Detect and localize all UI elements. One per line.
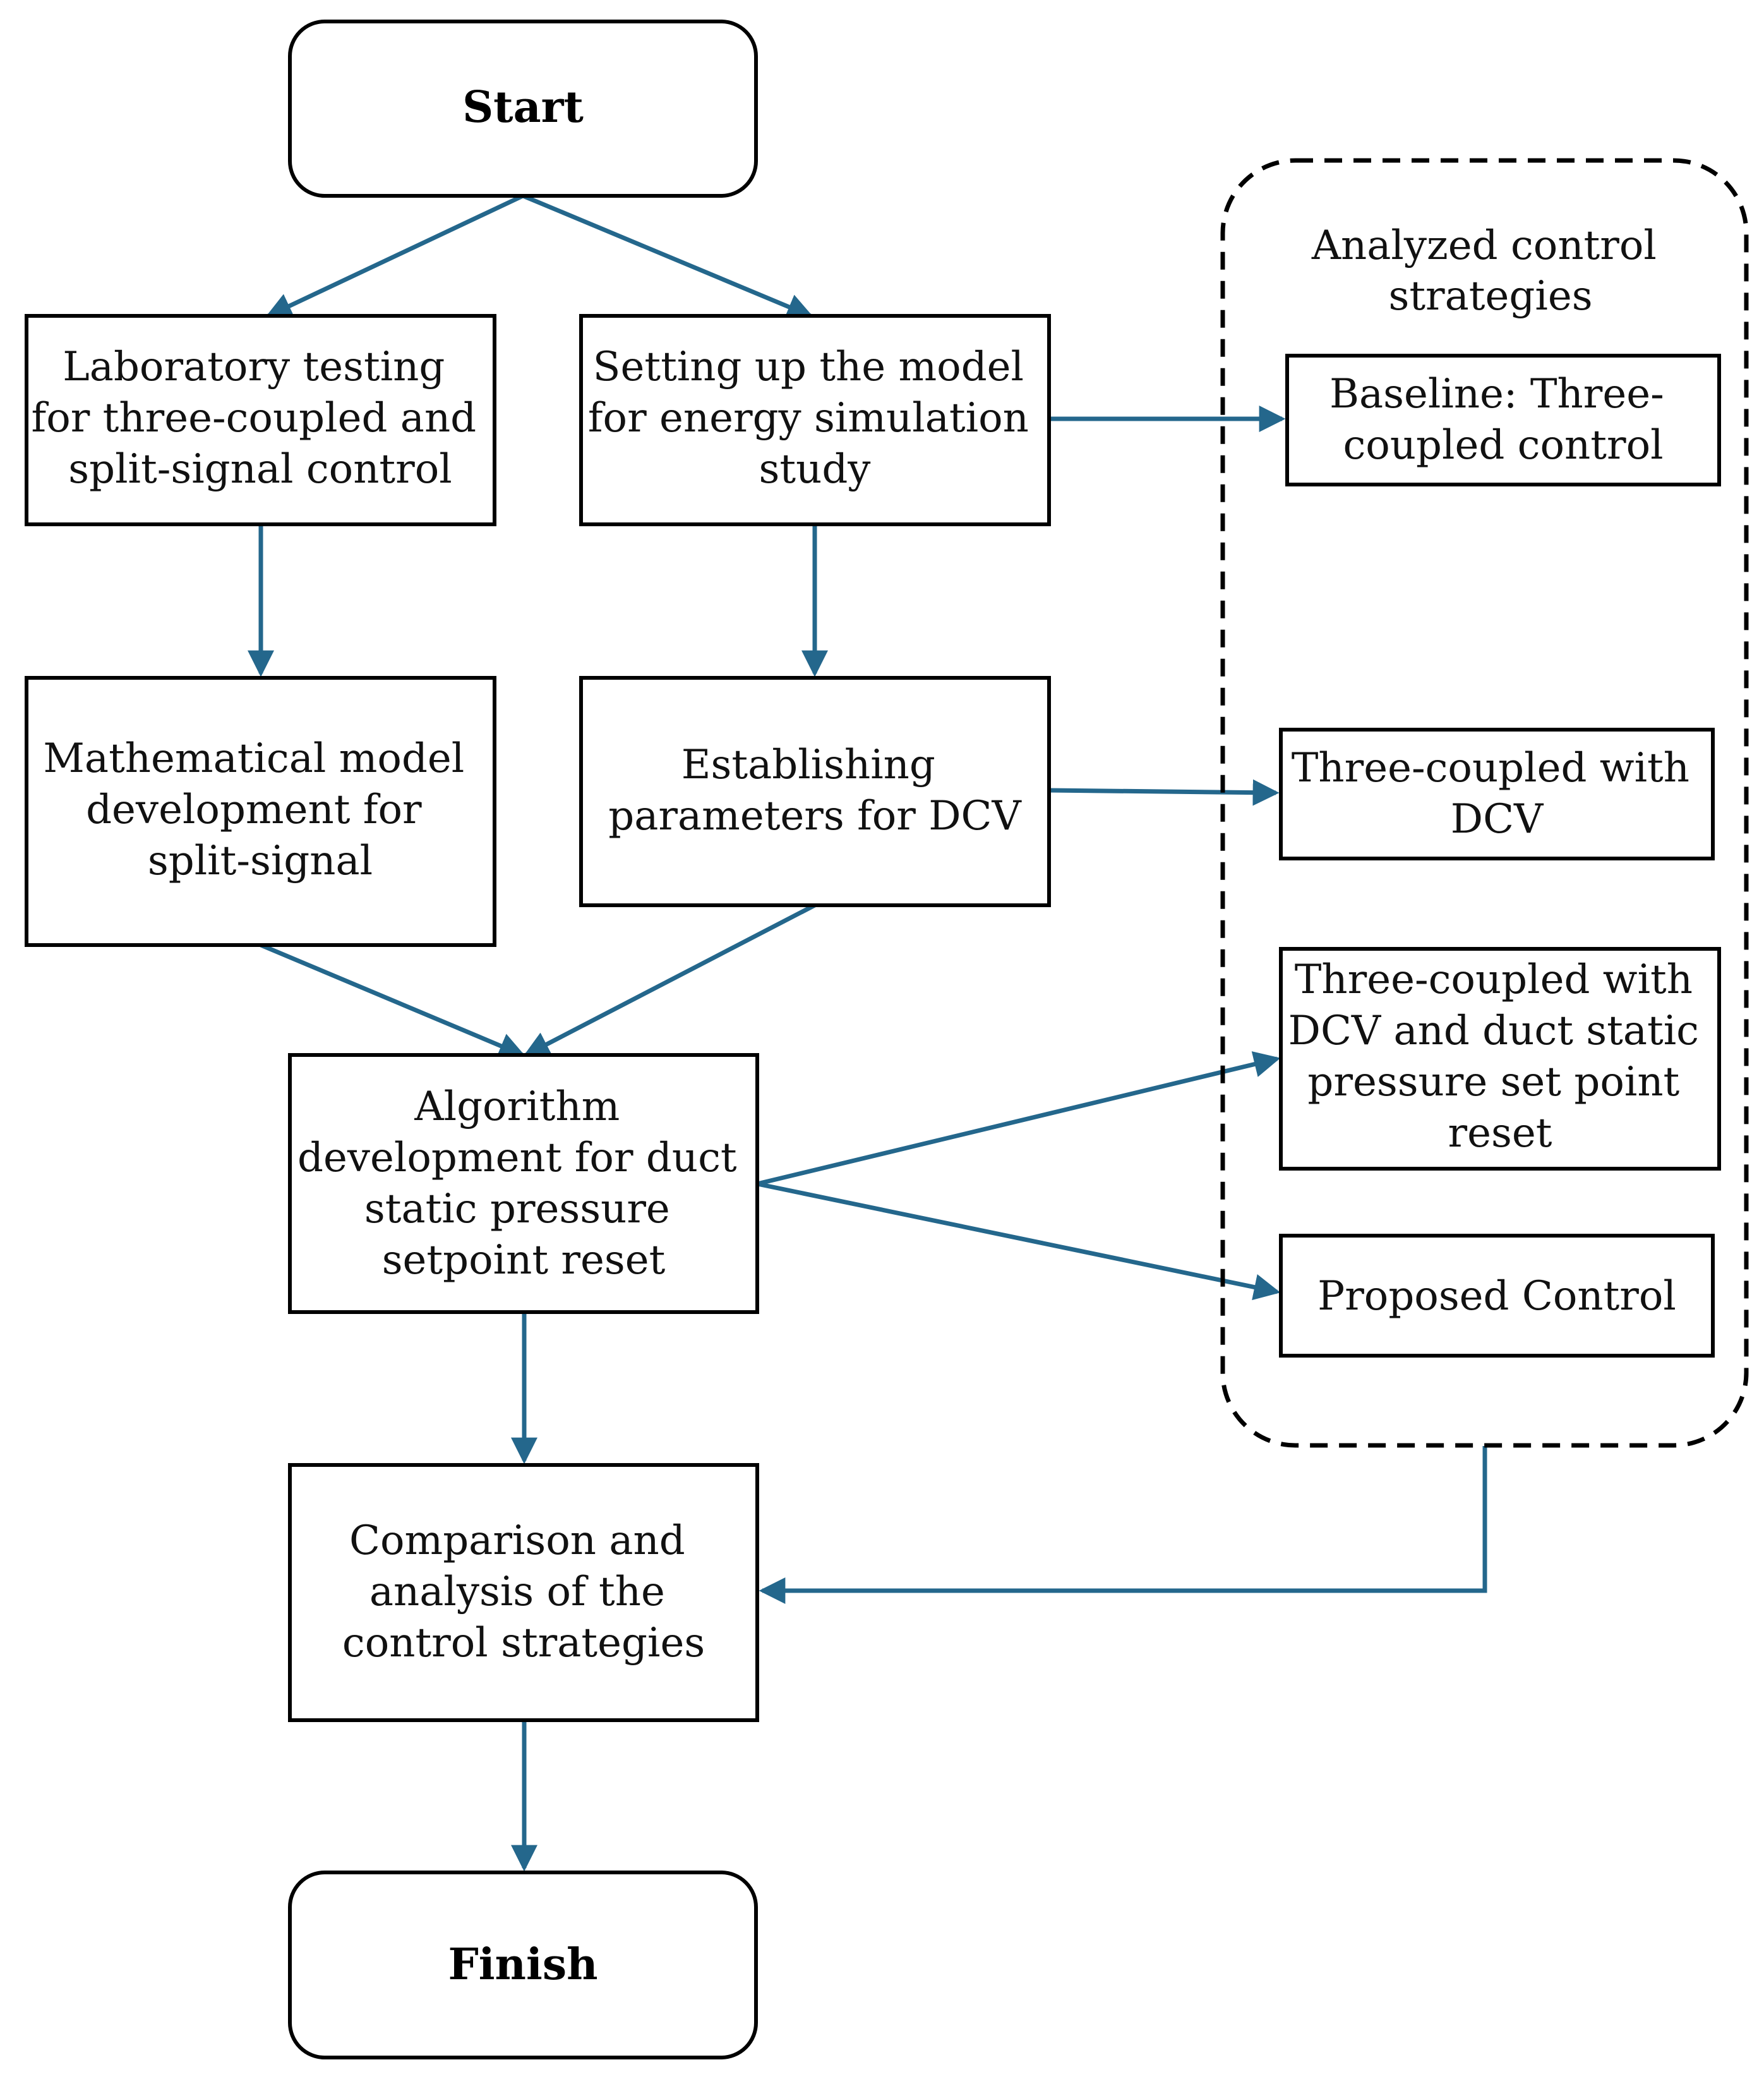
comparison-line: control strategies bbox=[342, 1620, 705, 1666]
model-setup-line: Setting up the model bbox=[593, 344, 1024, 390]
lab-testing-line: split-signal control bbox=[68, 446, 452, 493]
connectors bbox=[248, 193, 1487, 1872]
start-label: Start bbox=[462, 82, 584, 133]
svg-text:Laboratory testing for t: Laboratory testing for three-coupled and… bbox=[32, 344, 489, 493]
svg-text:Baseline: Three- coupled: Baseline: Three- coupled control bbox=[1329, 371, 1677, 469]
connector-start-to-lab bbox=[265, 193, 524, 318]
algorithm-line: static pressure bbox=[364, 1186, 670, 1232]
strategy-baseline-box: Baseline: Three- coupled control bbox=[1285, 354, 1721, 486]
svg-text:Setting up the model for: Setting up the model for energy simulati… bbox=[588, 344, 1041, 493]
connector-math-to-algo bbox=[260, 943, 526, 1059]
lab-testing-line: for three-coupled and bbox=[32, 395, 477, 442]
svg-text:Three-coupled with DCV: Three-coupled with DCV bbox=[1292, 745, 1703, 843]
strategies-title: Analyzed control strategies bbox=[1311, 222, 1669, 320]
algorithm-line: Algorithm bbox=[414, 1083, 620, 1130]
start-node: Start bbox=[288, 20, 758, 198]
strategy-dcv-line: DCV bbox=[1451, 796, 1544, 843]
connector-algo-to-dcv-reset bbox=[757, 1051, 1281, 1186]
svg-text:Algorithm development fo: Algorithm development for duct static pr… bbox=[297, 1083, 750, 1284]
svg-text:Comparison and analysis: Comparison and analysis of the control s… bbox=[342, 1517, 705, 1666]
strategy-proposed-box: Proposed Control bbox=[1279, 1234, 1715, 1358]
strategies-group-box bbox=[1220, 158, 1749, 1448]
strategy-dcv-reset-line: reset bbox=[1448, 1110, 1552, 1157]
strategy-dcv-line: Three-coupled with bbox=[1292, 745, 1689, 792]
svg-text:Proposed Control: Proposed Control bbox=[1317, 1273, 1676, 1320]
strategies-title-line: strategies bbox=[1388, 273, 1592, 320]
strategy-proposed-line: Proposed Control bbox=[1317, 1273, 1676, 1320]
connector-algo-to-proposed bbox=[757, 1181, 1281, 1301]
lab-testing-node: Laboratory testing for three-coupled and… bbox=[25, 314, 496, 526]
math-model-line: Mathematical model bbox=[43, 735, 464, 782]
strategy-dcv-reset-line: pressure set point bbox=[1307, 1059, 1679, 1106]
connector-start-to-model bbox=[522, 193, 814, 320]
model-setup-line: study bbox=[759, 446, 871, 493]
strategy-dcv-box: Three-coupled with DCV bbox=[1279, 728, 1715, 860]
comparison-line: analysis of the bbox=[369, 1569, 665, 1615]
dcv-parameters-line: parameters for DCV bbox=[608, 793, 1022, 840]
strategy-baseline-line: Baseline: Three- bbox=[1329, 371, 1664, 418]
lab-testing-line: Laboratory testing bbox=[63, 344, 445, 390]
strategy-dcv-reset-box: Three-coupled with DCV and duct static p… bbox=[1279, 947, 1721, 1171]
algorithm-line: setpoint reset bbox=[382, 1237, 666, 1284]
math-model-line: development for bbox=[86, 786, 422, 833]
model-setup-line: for energy simulation bbox=[588, 395, 1029, 442]
algorithm-node: Algorithm development for duct static pr… bbox=[288, 1053, 759, 1314]
connector-params-to-dcv bbox=[1048, 779, 1280, 806]
strategy-dcv-reset-line: Three-coupled with bbox=[1295, 956, 1693, 1003]
finish-node: Finish bbox=[288, 1871, 758, 2059]
dcv-parameters-line: Establishing bbox=[681, 742, 935, 788]
strategies-title-line: Analyzed control bbox=[1311, 222, 1657, 269]
svg-text:Establishing parameters: Establishing parameters for DCV bbox=[608, 742, 1022, 840]
comparison-line: Comparison and bbox=[349, 1517, 685, 1564]
svg-text:Three-coupled with DCV a: Three-coupled with DCV and duct static p… bbox=[1288, 956, 1712, 1157]
connector-strategies-to-compare bbox=[759, 1446, 1487, 1604]
math-model-node: Mathematical model development for split… bbox=[25, 676, 496, 947]
algorithm-line: development for duct bbox=[297, 1135, 737, 1181]
strategy-dcv-reset-line: DCV and duct static bbox=[1288, 1008, 1699, 1054]
strategy-baseline-line: coupled control bbox=[1343, 422, 1663, 469]
math-model-line: split-signal bbox=[148, 838, 373, 884]
dcv-parameters-node: Establishing parameters for DCV bbox=[579, 676, 1051, 907]
svg-text:Mathematical model devel: Mathematical model development for split… bbox=[43, 735, 477, 884]
finish-label: Finish bbox=[448, 1939, 597, 1990]
comparison-node: Comparison and analysis of the control s… bbox=[288, 1463, 759, 1722]
connector-params-to-algo bbox=[523, 903, 816, 1058]
model-setup-node: Setting up the model for energy simulati… bbox=[579, 314, 1051, 526]
